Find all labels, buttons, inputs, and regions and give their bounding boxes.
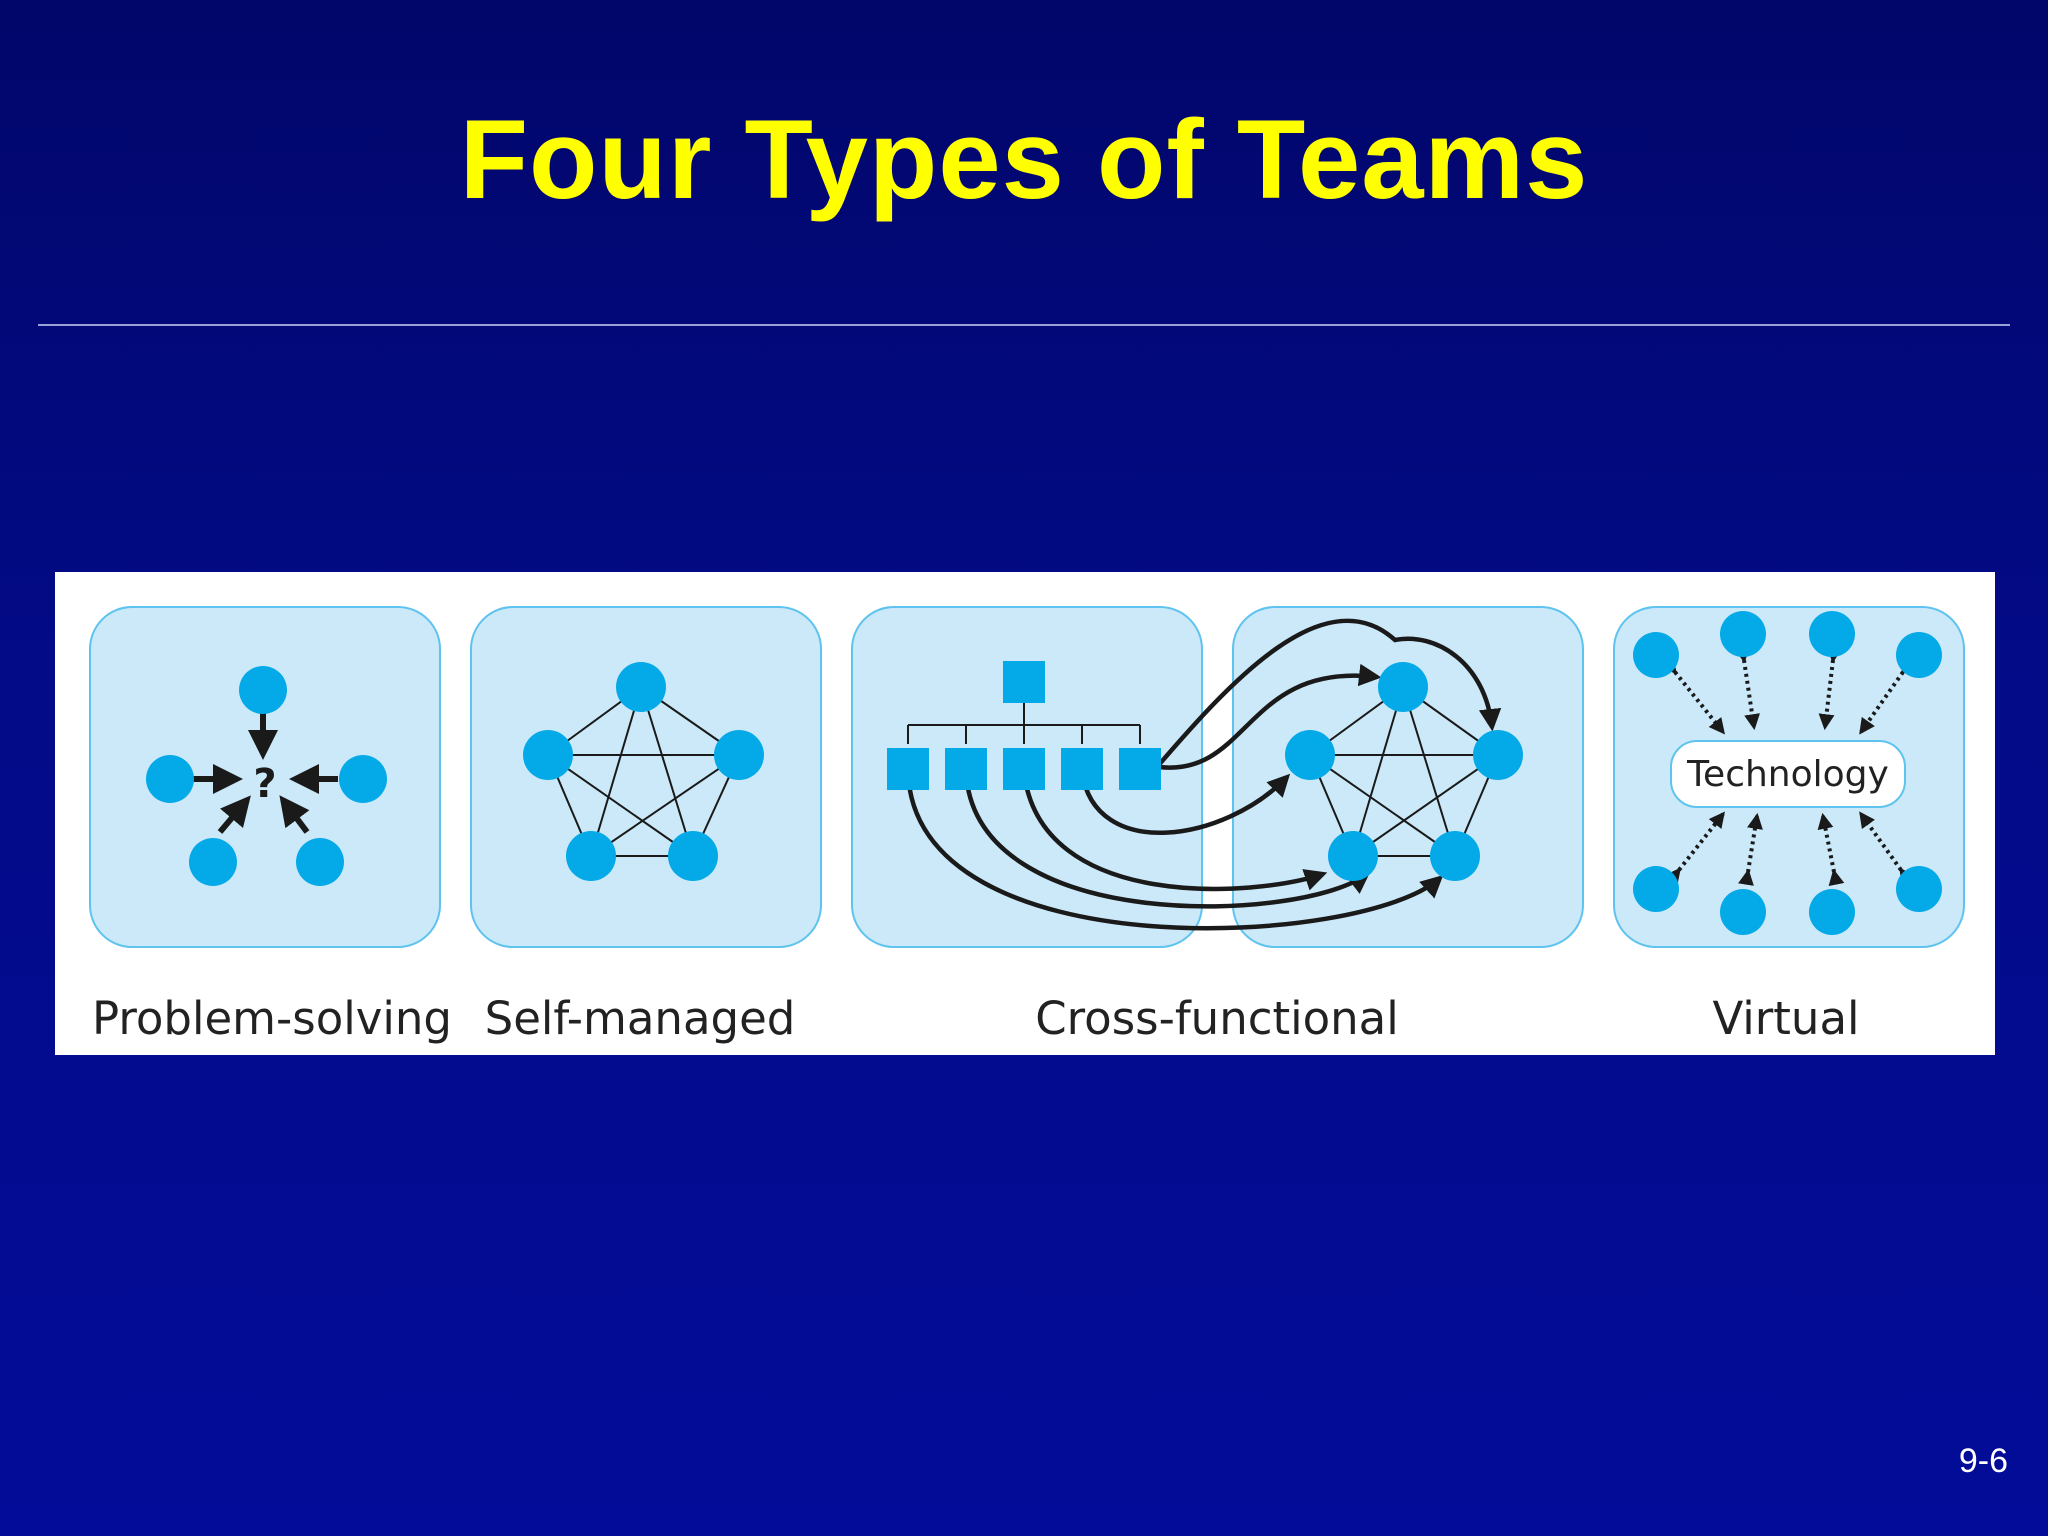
node-circle xyxy=(1285,730,1335,780)
node-circle xyxy=(1809,611,1855,657)
title-divider xyxy=(38,324,2010,326)
org-member-square xyxy=(945,748,987,790)
node-circle xyxy=(1328,831,1378,881)
diagram-canvas: ? xyxy=(89,606,1965,948)
node-circle xyxy=(668,831,718,881)
node-circle xyxy=(616,662,666,712)
org-member-square xyxy=(1003,748,1045,790)
node-circle xyxy=(296,838,344,886)
caption-virtual: Virtual xyxy=(1712,992,1860,1045)
node-circle xyxy=(1430,831,1480,881)
node-circle xyxy=(566,831,616,881)
problem-solving-arrows xyxy=(192,712,338,834)
node-circle xyxy=(1720,611,1766,657)
node-circle xyxy=(1633,866,1679,912)
node-circle xyxy=(1378,662,1428,712)
cross-functional-team xyxy=(851,606,1584,948)
self-managed-nodes xyxy=(523,662,764,881)
node-circle xyxy=(189,838,237,886)
problem-solving-box xyxy=(89,606,441,948)
node-circle xyxy=(523,730,573,780)
virtual-team: Technology xyxy=(1613,606,1965,948)
slide-title: Four Types of Teams xyxy=(459,97,1589,222)
problem-solving-team: ? xyxy=(89,606,441,948)
node-circle xyxy=(1720,889,1766,935)
technology-label: Technology xyxy=(1686,754,1889,795)
cross-functional-flow-arrows xyxy=(905,618,1502,931)
org-member-square xyxy=(887,748,929,790)
self-managed-team xyxy=(470,606,822,948)
org-member-square xyxy=(1061,748,1103,790)
team-types-diagram: ? xyxy=(55,572,1995,1055)
node-circle xyxy=(339,755,387,803)
org-chart-nodes xyxy=(887,661,1161,790)
caption-problem-solving: Problem-solving xyxy=(92,992,452,1045)
node-circle xyxy=(1473,730,1523,780)
node-circle xyxy=(1809,889,1855,935)
cross-functional-team-box xyxy=(1232,606,1584,948)
caption-self-managed: Self-managed xyxy=(484,992,796,1045)
virtual-dotted-links xyxy=(1660,646,1917,887)
node-circle xyxy=(146,755,194,803)
caption-cross-functional: Cross-functional xyxy=(1035,992,1399,1045)
node-circle xyxy=(1896,866,1942,912)
node-circle xyxy=(1633,632,1679,678)
node-circle xyxy=(239,666,287,714)
problem-solving-nodes xyxy=(146,666,387,886)
question-mark-symbol: ? xyxy=(253,761,276,807)
org-manager-square xyxy=(1003,661,1045,703)
slide-number: 9-6 xyxy=(1958,1442,2008,1480)
virtual-nodes xyxy=(1633,611,1942,935)
self-managed-box xyxy=(470,606,822,948)
cross-functional-nodes xyxy=(1285,662,1523,881)
technology-hub xyxy=(1670,740,1906,808)
node-circle xyxy=(714,730,764,780)
org-member-square xyxy=(1119,748,1161,790)
node-circle xyxy=(1896,632,1942,678)
